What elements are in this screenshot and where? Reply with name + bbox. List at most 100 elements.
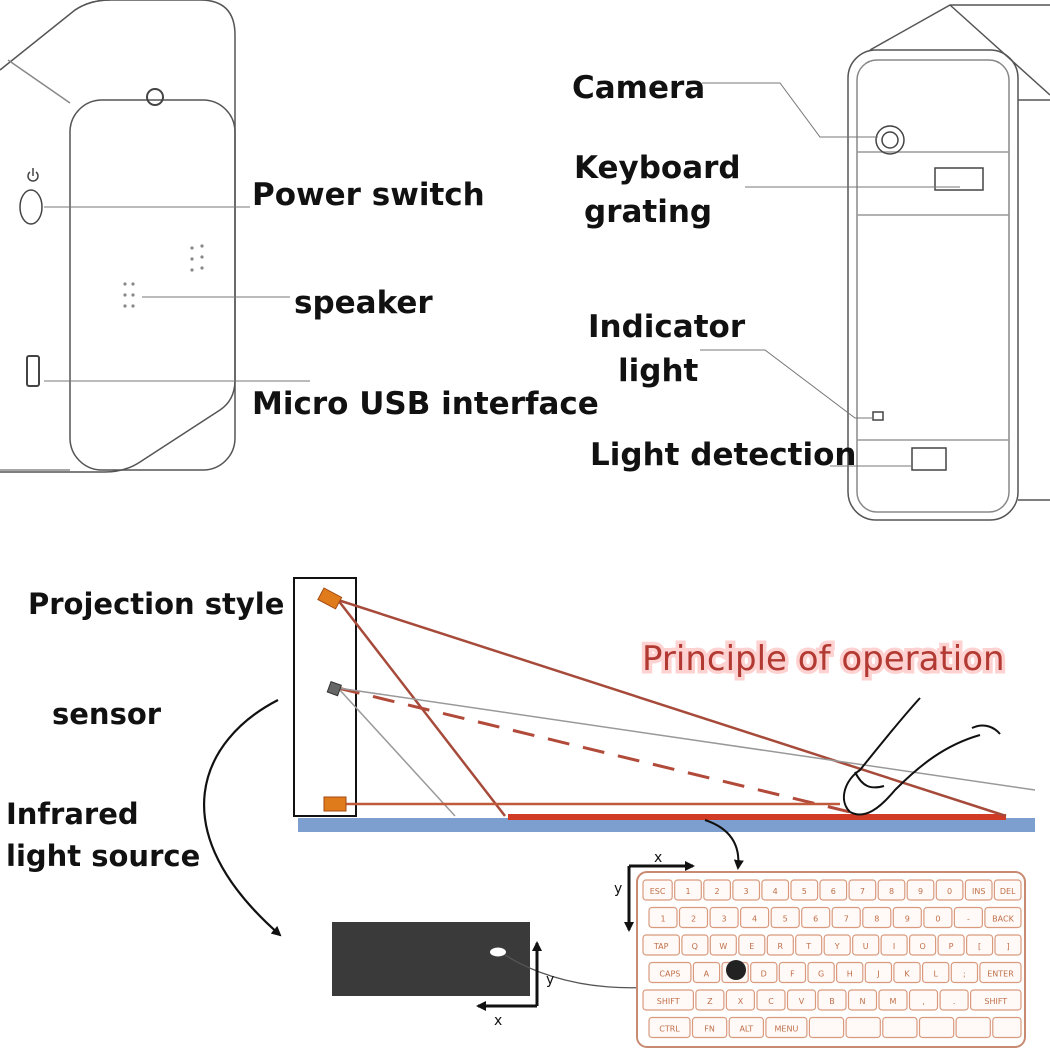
keyboard-key-label: D <box>761 970 767 979</box>
keyboard-key <box>877 879 906 901</box>
keyboard-key <box>709 906 739 929</box>
keyboard-key-label: 5 <box>783 915 788 924</box>
keyboard-key-label: L <box>933 970 938 979</box>
keyboard-key-label: E <box>749 942 754 951</box>
label-power-switch: Power switch <box>252 177 485 213</box>
keyboard-key-label: O <box>919 942 925 951</box>
keyboard-key-label: P <box>949 942 954 951</box>
keyboard-key <box>893 961 921 984</box>
keyboard-key <box>766 934 794 956</box>
keyboard-key <box>761 879 790 901</box>
keyboard-key-label: F <box>790 970 795 979</box>
keyboard-key <box>807 961 835 984</box>
keyboard-key-label: 1 <box>660 915 665 924</box>
keyboard-key-label: 4 <box>752 915 757 924</box>
keyboard-key <box>801 906 831 929</box>
keyboard-key-label: ESC <box>650 887 666 896</box>
keyboard-key-label: M <box>890 997 897 1006</box>
keyboard-key-label: - <box>967 915 970 924</box>
keyboard-key <box>695 989 725 1011</box>
keyboard-key <box>937 934 965 956</box>
keyboard-key <box>756 989 786 1011</box>
keyboard-key <box>994 934 1022 956</box>
power-switch-icon <box>19 168 43 225</box>
keyboard-key-label: 3 <box>744 887 749 896</box>
speaker-holes-icon <box>123 244 204 308</box>
touch-point-marker <box>726 960 746 980</box>
keyboard-key-label: 3 <box>722 915 727 924</box>
keyboard-key-label: TAP <box>653 942 669 951</box>
label-infrared-1: Infrared <box>6 797 139 831</box>
device-front-view-features <box>872 125 984 471</box>
keyboard-key-label: 6 <box>831 887 836 896</box>
keyboard-key <box>692 961 721 984</box>
keyboard-key <box>739 906 770 929</box>
keyboard-key <box>709 934 737 956</box>
keyboard-key-label: 2 <box>691 915 696 924</box>
keyboard-key <box>808 1016 845 1039</box>
keyboard-key-label: ALT <box>739 1025 753 1034</box>
label-camera: Camera <box>572 70 705 106</box>
keyboard-key <box>969 989 1022 1011</box>
projector-emitter <box>317 587 343 610</box>
keyboard-key <box>845 1016 881 1039</box>
keyboard-axes <box>624 861 695 932</box>
keyboard-key <box>786 989 817 1011</box>
principle-title: Principle of operation <box>642 639 1005 679</box>
label-keyboard-grating-1: Keyboard <box>574 150 741 186</box>
keyboard-key <box>892 906 922 929</box>
label-micro-usb: Micro USB interface <box>252 386 599 422</box>
infrared-emitter <box>323 796 347 812</box>
keyboard-key <box>955 1016 991 1039</box>
label-keyboard-grating-2: grating <box>584 194 712 230</box>
keyboard-key-label: DEL <box>1000 887 1016 896</box>
keyboard-key <box>882 1016 918 1039</box>
keyboard-key <box>819 879 848 901</box>
camera-lens-icon <box>875 125 905 155</box>
keyboard-key-label: BACK <box>992 915 1014 924</box>
keyboard-key <box>984 906 1022 929</box>
finger-icon <box>842 697 1001 816</box>
keyboard-key <box>642 934 681 956</box>
label-indicator-1: Indicator <box>588 309 746 345</box>
keyboard-key-label: 1 <box>685 887 690 896</box>
keyboard-key <box>979 961 1022 984</box>
keyboard-key <box>935 879 964 901</box>
keyboard-axis-x-label: x <box>654 850 662 866</box>
keyboard-key-label: [ <box>978 942 981 951</box>
keyboard-key-label: T <box>805 942 811 951</box>
projected-keyboard-plane <box>508 814 1006 820</box>
keyboard-key-label: , <box>922 997 925 1006</box>
keyboard-key-label: FN <box>704 1025 715 1034</box>
device-side-view-features <box>19 88 204 387</box>
keyboard-key-label: U <box>863 942 869 951</box>
keyboard-key-label: R <box>778 942 784 951</box>
keyboard-key <box>880 934 908 956</box>
leader-lines-left <box>44 206 310 382</box>
label-projection-style: Projection style <box>28 587 284 621</box>
keyboard-key-label: ENTER <box>987 970 1014 979</box>
sensor-image-plane <box>332 922 530 996</box>
finger-reflection-spot <box>490 947 506 957</box>
keyboard-key <box>852 934 880 956</box>
keyboard-key-label: I <box>893 942 895 951</box>
keyboard-key-label: 0 <box>947 887 952 896</box>
keyboard-key-label: C <box>768 997 774 1006</box>
sensor-axes <box>476 941 542 1011</box>
keyboard-key <box>648 906 678 929</box>
keyboard-key <box>923 906 953 929</box>
device-side-view <box>0 0 236 473</box>
keyboard-key <box>921 961 950 984</box>
keyboard-key-label: 6 <box>813 915 818 924</box>
keyboard-key-label: SHIFT <box>984 997 1007 1006</box>
keyboard-key <box>648 961 692 984</box>
keyboard-key <box>765 1016 808 1039</box>
keyboard-key <box>964 879 993 901</box>
keyboard-key-label: INS <box>972 887 985 896</box>
keyboard-key-label: 8 <box>889 887 894 896</box>
indicator-light-icon <box>872 411 884 421</box>
sensor-axis-x-label: x <box>494 1013 502 1029</box>
light-detection-window-icon <box>911 447 947 471</box>
keyboard-key-label: K <box>904 970 910 979</box>
